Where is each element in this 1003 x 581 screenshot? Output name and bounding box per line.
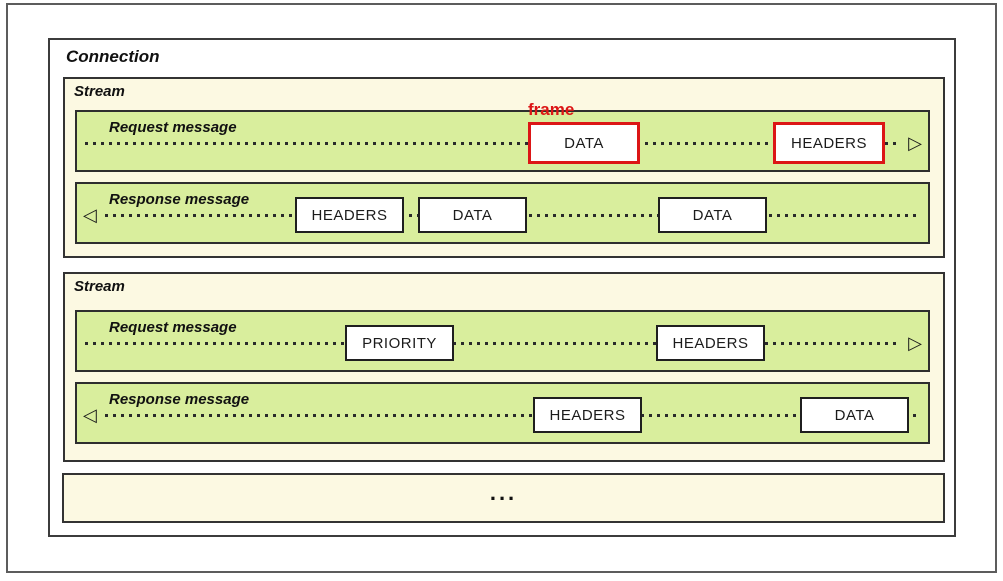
stream-1-response-bar: Response message ◁ HEADERS DATA DATA <box>75 182 930 244</box>
stream-2-request-label: Request message <box>109 319 237 336</box>
stream-1-request-label: Request message <box>109 119 237 136</box>
frame-data: DATA <box>800 397 909 433</box>
frame-headers: HEADERS <box>773 122 885 164</box>
stream-box-2: Stream Request message ▷ PRIORITY HEADER… <box>63 272 945 462</box>
arrow-right-icon: ▷ <box>908 133 922 153</box>
frame-data: DATA <box>658 197 767 233</box>
connection-box: Connection frame Stream Request message … <box>48 38 956 537</box>
stream-2-response-bar: Response message ◁ HEADERS DATA <box>75 382 930 444</box>
frame-headers: HEADERS <box>656 325 765 361</box>
more-streams-box: ... <box>62 473 945 523</box>
frame-annotation-label: frame <box>528 100 575 119</box>
stream-1-response-label: Response message <box>109 191 250 208</box>
stream-1-label: Stream <box>74 83 125 100</box>
stream-2-response-label: Response message <box>109 391 250 408</box>
stream-box-1: Stream Request message ▷ DATA HEADERS Re… <box>63 77 945 258</box>
frame-headers: HEADERS <box>295 197 404 233</box>
arrow-right-icon: ▷ <box>908 333 922 353</box>
frame-data: DATA <box>528 122 640 164</box>
frame-priority: PRIORITY <box>345 325 454 361</box>
stream-1-request-bar: Request message ▷ DATA HEADERS <box>75 110 930 172</box>
stream-2-label: Stream <box>74 278 125 295</box>
stream-2-request-bar: Request message ▷ PRIORITY HEADERS <box>75 310 930 372</box>
ellipsis-label: ... <box>489 480 518 505</box>
request-flow-dotted-line <box>85 142 900 145</box>
frame-headers: HEADERS <box>533 397 642 433</box>
request-flow-dotted-line <box>85 342 900 345</box>
diagram-outer-frame: Connection frame Stream Request message … <box>6 3 997 573</box>
arrow-left-icon: ◁ <box>83 405 97 425</box>
response-flow-dotted-line <box>105 414 920 417</box>
connection-label: Connection <box>66 47 160 66</box>
frame-data: DATA <box>418 197 527 233</box>
arrow-left-icon: ◁ <box>83 205 97 225</box>
